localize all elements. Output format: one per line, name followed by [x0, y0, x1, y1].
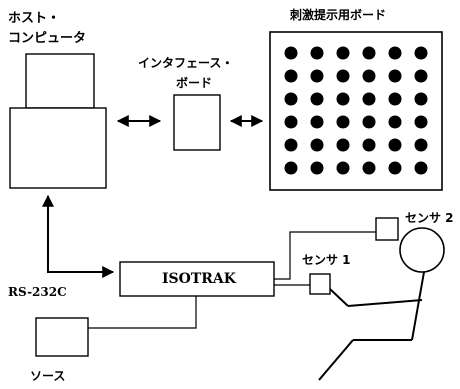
stimulus-dot	[415, 116, 428, 129]
stimulus-dot	[389, 139, 402, 152]
user-leg-lower	[319, 340, 353, 380]
stimulus-board-label: 刺激提示用ボード	[290, 9, 386, 21]
stimulus-dot	[311, 47, 324, 60]
interface-board	[174, 95, 220, 150]
stimulus-dot	[389, 116, 402, 129]
stimulus-dot	[363, 139, 376, 152]
user-body	[412, 272, 424, 340]
isotrak-label: ISOTRAK	[162, 272, 236, 286]
sensor2-label: センサ 2	[405, 212, 454, 224]
user-arm-upper	[330, 289, 348, 306]
interface-label-line1: インタフェース・	[138, 57, 233, 69]
sensor1-label: センサ 1	[302, 254, 351, 266]
stimulus-dot	[311, 139, 324, 152]
stimulus-dot	[337, 47, 350, 60]
stimulus-dot	[337, 70, 350, 83]
stimulus-dot	[337, 162, 350, 175]
host-computer	[10, 54, 106, 188]
stimulus-dot	[389, 70, 402, 83]
source-unit	[36, 318, 88, 356]
rs232c-label: RS-232C	[8, 286, 67, 298]
stimulus-dot	[311, 93, 324, 106]
stimulus-dot	[415, 47, 428, 60]
user-arm	[348, 300, 422, 306]
stimulus-dot	[363, 162, 376, 175]
host-label-line2: コンピュータ	[8, 32, 86, 45]
host-monitor	[26, 54, 94, 108]
stimulus-dot	[285, 116, 298, 129]
sensor2-box	[376, 218, 398, 240]
sensor1-box	[310, 274, 330, 294]
stimulus-dot	[415, 139, 428, 152]
stimulus-dot	[363, 116, 376, 129]
stimulus-dot	[285, 47, 298, 60]
stimulus-dot	[363, 93, 376, 106]
stimulus-dot	[389, 47, 402, 60]
stimulus-dot	[363, 47, 376, 60]
stimulus-dot	[285, 162, 298, 175]
stimulus-dot	[389, 162, 402, 175]
source-cable	[88, 296, 196, 328]
stimulus-dot	[415, 93, 428, 106]
user-figure	[319, 228, 444, 380]
stimulus-dot	[363, 70, 376, 83]
rs232c-link	[48, 196, 113, 272]
stimulus-dot	[337, 93, 350, 106]
interface-label-line2: ボード	[176, 77, 212, 89]
stimulus-dot	[285, 139, 298, 152]
host-unit	[10, 108, 106, 188]
stimulus-dot	[337, 116, 350, 129]
stimulus-dot	[311, 116, 324, 129]
source-label: ソース	[30, 370, 65, 382]
stimulus-dot	[337, 139, 350, 152]
stimulus-dot	[415, 70, 428, 83]
stimulus-dot	[311, 70, 324, 83]
stimulus-dot	[285, 70, 298, 83]
stimulus-dot	[389, 93, 402, 106]
stimulus-dot	[285, 93, 298, 106]
stimulus-dot	[415, 162, 428, 175]
host-label-line1: ホスト・	[8, 12, 60, 25]
user-head	[400, 228, 444, 272]
stimulus-dot	[311, 162, 324, 175]
